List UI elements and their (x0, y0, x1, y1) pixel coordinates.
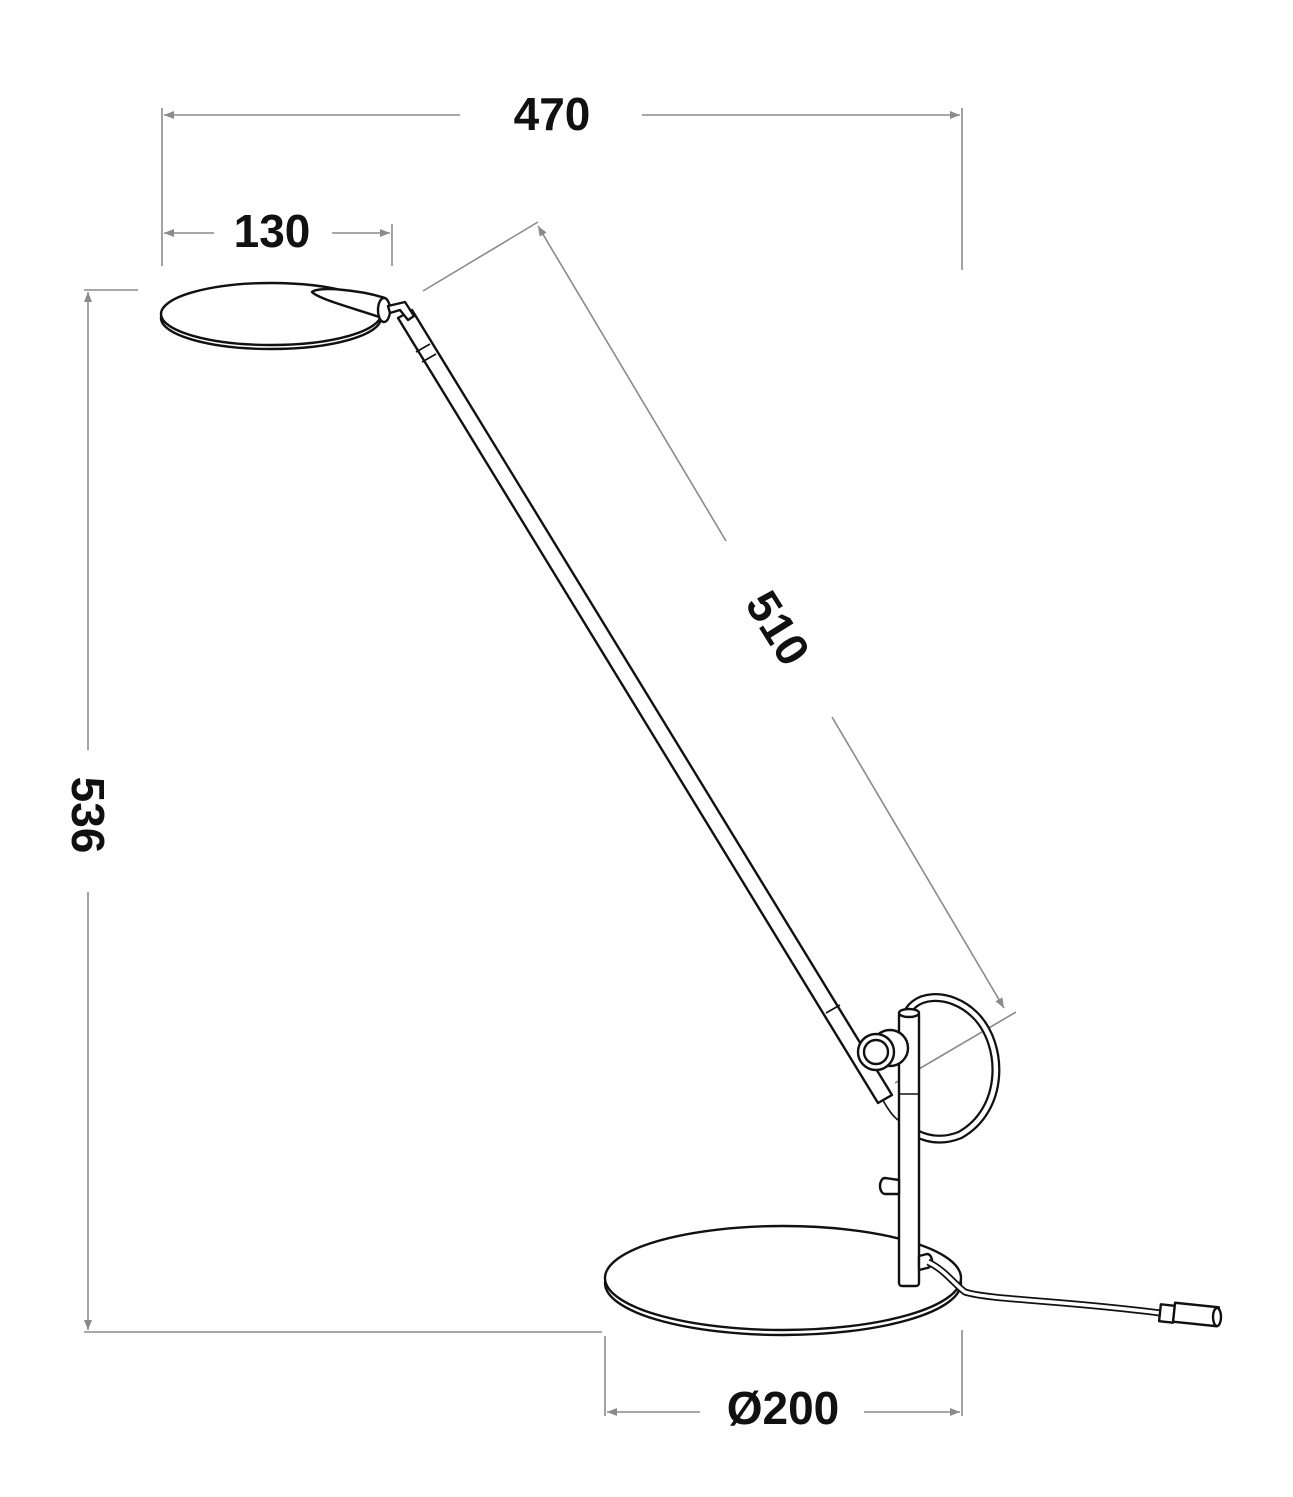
dimension-arm-length: 510 (422, 221, 1017, 1084)
lamp-head (159, 281, 416, 351)
label-base-diameter: Ø200 (727, 1382, 840, 1434)
label-arm-length: 510 (736, 582, 821, 675)
dimension-overall-width: 470 (161, 88, 963, 270)
label-overall-width: 470 (514, 88, 591, 140)
lamp-cable (879, 993, 1001, 1144)
lamp-post (878, 1007, 934, 1288)
dimension-head-width: 130 (164, 205, 393, 266)
power-cord (926, 1258, 1223, 1328)
dimension-height: 536 (62, 289, 602, 1333)
lamp-base (603, 1224, 963, 1337)
arm-joint-knob (856, 1028, 910, 1072)
lamp-arm (396, 308, 894, 1105)
label-head-width: 130 (234, 205, 311, 257)
dimension-base-diameter: Ø200 (604, 1330, 963, 1434)
label-height: 536 (62, 777, 114, 854)
